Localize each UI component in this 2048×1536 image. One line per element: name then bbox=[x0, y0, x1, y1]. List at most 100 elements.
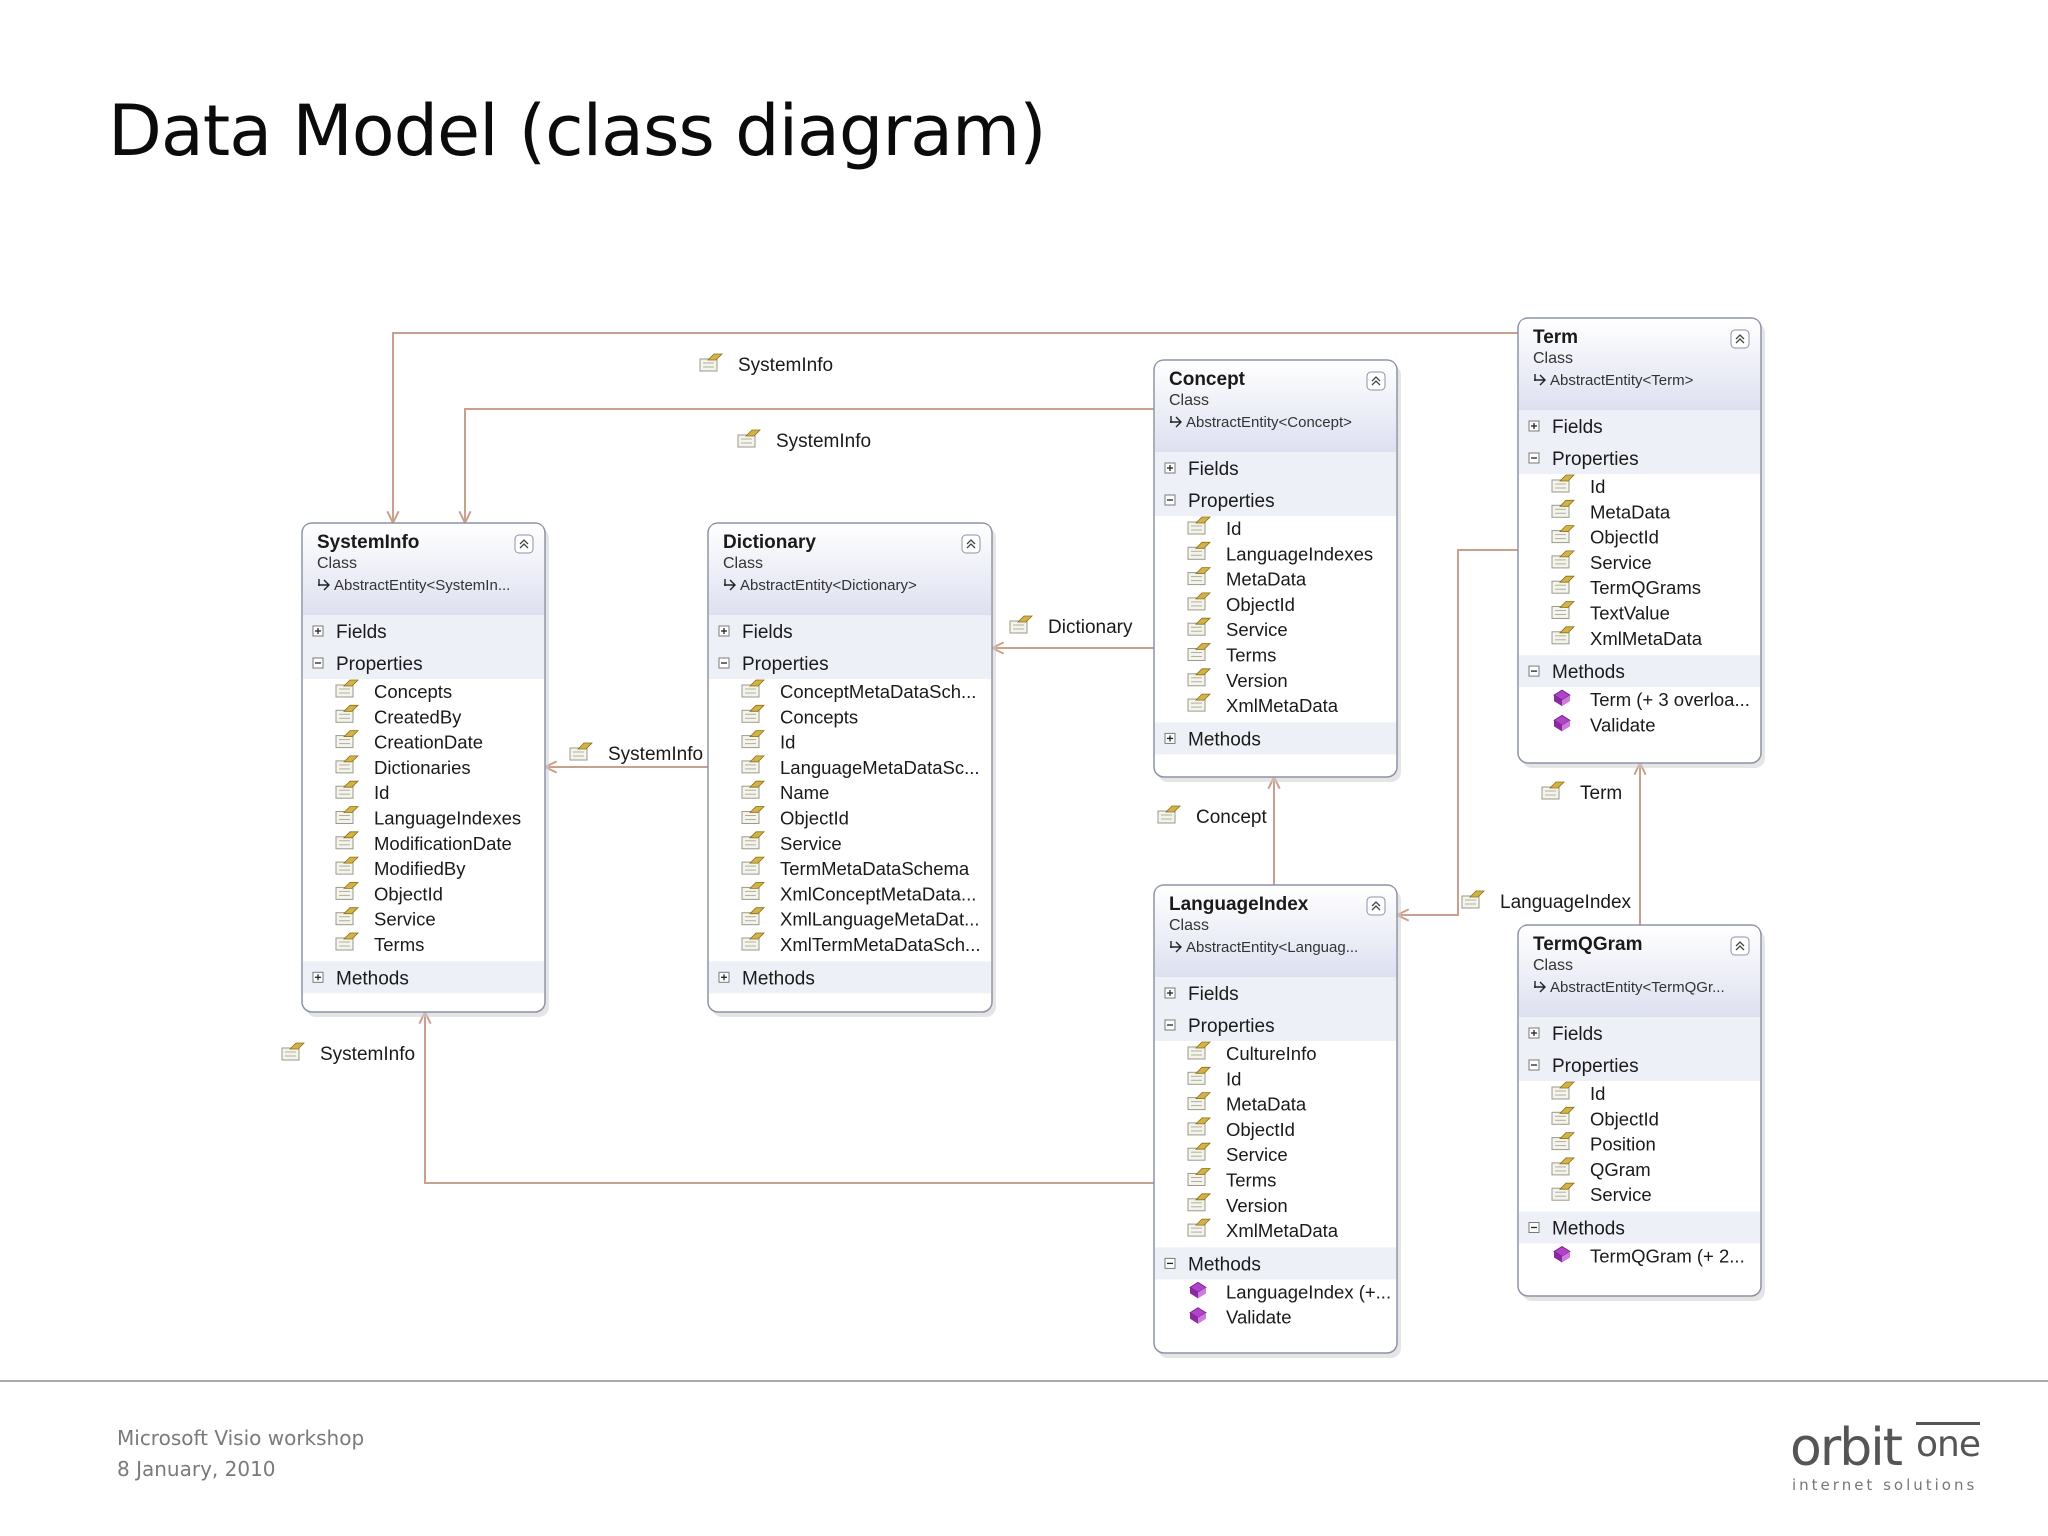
methods-toggle-icon[interactable] bbox=[718, 971, 730, 983]
class-box-termqgram[interactable]: TermQGramClassAbstractEntity<TermQGr...F… bbox=[1517, 924, 1765, 1301]
collapse-chevron-icon[interactable] bbox=[514, 534, 534, 554]
properties-toggle-icon[interactable] bbox=[312, 657, 324, 669]
section-properties: Properties bbox=[1188, 1016, 1275, 1037]
inheritance-arrow-icon bbox=[1534, 374, 1546, 386]
property-icon bbox=[1551, 474, 1575, 493]
property-item: Version bbox=[1226, 670, 1288, 691]
association-property-icon bbox=[569, 742, 593, 761]
class-box-languageindex[interactable]: LanguageIndexClassAbstractEntity<Languag… bbox=[1153, 884, 1401, 1358]
property-item: XmlMetaData bbox=[1590, 628, 1703, 649]
fields-toggle-icon[interactable] bbox=[312, 625, 324, 637]
class-name: Dictionary bbox=[723, 532, 816, 553]
methods-toggle-icon[interactable] bbox=[1528, 665, 1540, 677]
section-properties: Properties bbox=[1552, 1056, 1639, 1077]
property-item: Service bbox=[374, 909, 436, 930]
property-icon bbox=[1187, 1117, 1211, 1136]
property-item: XmlMetaData bbox=[1226, 1220, 1339, 1241]
collapse-chevron-icon[interactable] bbox=[1730, 329, 1750, 349]
fields-toggle-icon[interactable] bbox=[1164, 462, 1176, 474]
property-icon bbox=[335, 907, 359, 926]
method-icon bbox=[1553, 714, 1571, 732]
property-item: LanguageIndexes bbox=[374, 808, 521, 829]
methods-toggle-icon[interactable] bbox=[1164, 1257, 1176, 1269]
properties-toggle-icon[interactable] bbox=[1164, 1019, 1176, 1031]
property-icon bbox=[335, 932, 359, 951]
association-property-icon bbox=[1157, 805, 1181, 824]
slide-title: Data Model (class diagram) bbox=[108, 90, 1047, 172]
property-icon bbox=[1551, 525, 1575, 544]
inheritance-arrow-icon bbox=[1170, 941, 1182, 953]
section-properties: Properties bbox=[1188, 491, 1275, 512]
association-property-icon bbox=[699, 353, 723, 372]
property-item: ObjectId bbox=[1226, 1119, 1295, 1140]
inheritance-arrow-icon bbox=[724, 579, 736, 591]
association-dictionary-to-systeminfo: SystemInfo bbox=[542, 742, 708, 774]
class-stereotype: Class bbox=[1533, 957, 1573, 974]
property-icon bbox=[1187, 1168, 1211, 1186]
class-stereotype: Class bbox=[1169, 392, 1209, 409]
properties-toggle-icon[interactable] bbox=[718, 657, 730, 669]
property-item: MetaData bbox=[1590, 501, 1671, 522]
association-property-icon bbox=[1009, 615, 1033, 634]
methods-toggle-icon[interactable] bbox=[1164, 732, 1176, 744]
property-item: Concepts bbox=[780, 706, 858, 727]
property-item: TextValue bbox=[1590, 603, 1670, 624]
base-class: AbstractEntity<Term> bbox=[1550, 372, 1694, 389]
fields-toggle-icon[interactable] bbox=[718, 625, 730, 637]
inheritance-arrow-icon bbox=[318, 579, 330, 591]
property-item: XmlLanguageMetaDat... bbox=[780, 909, 980, 930]
property-item: Position bbox=[1590, 1134, 1656, 1155]
method-icon bbox=[1553, 689, 1571, 707]
section-fields: Fields bbox=[1552, 417, 1603, 438]
association-property-icon bbox=[737, 429, 761, 448]
properties-toggle-icon[interactable] bbox=[1164, 494, 1176, 506]
class-box-dictionary[interactable]: DictionaryClassAbstractEntity<Dictionary… bbox=[707, 522, 996, 1017]
property-item: MetaData bbox=[1226, 1094, 1307, 1115]
property-item: CultureInfo bbox=[1226, 1043, 1317, 1064]
properties-toggle-icon[interactable] bbox=[1528, 452, 1540, 464]
fields-toggle-icon[interactable] bbox=[1528, 1027, 1540, 1039]
method-item: Validate bbox=[1226, 1307, 1291, 1328]
property-icon bbox=[741, 755, 765, 774]
property-icon bbox=[1551, 1157, 1575, 1176]
property-item: CreatedBy bbox=[374, 706, 462, 727]
base-class: AbstractEntity<SystemIn... bbox=[334, 577, 510, 594]
property-item: MetaData bbox=[1226, 569, 1307, 590]
property-item: Terms bbox=[1226, 1170, 1276, 1191]
section-methods: Methods bbox=[742, 968, 815, 989]
association-concept-to-dictionary: Dictionary bbox=[989, 615, 1154, 655]
property-icon bbox=[1187, 617, 1211, 636]
association-label: Term bbox=[1580, 783, 1622, 804]
fields-toggle-icon[interactable] bbox=[1164, 987, 1176, 999]
property-item: ObjectId bbox=[374, 883, 443, 904]
collapse-chevron-icon[interactable] bbox=[1730, 936, 1750, 956]
association-label: Concept bbox=[1196, 807, 1267, 828]
property-item: TermQGrams bbox=[1590, 577, 1701, 598]
methods-toggle-icon[interactable] bbox=[1528, 1222, 1540, 1233]
property-icon bbox=[335, 831, 359, 850]
property-item: XmlMetaData bbox=[1226, 695, 1339, 716]
base-class: AbstractEntity<Dictionary> bbox=[740, 577, 917, 594]
property-icon bbox=[1187, 1218, 1211, 1237]
methods-toggle-icon[interactable] bbox=[312, 971, 324, 983]
class-box-term[interactable]: TermClassAbstractEntity<Term>FieldsPrope… bbox=[1517, 317, 1765, 768]
section-fields: Fields bbox=[336, 622, 387, 643]
fields-toggle-icon[interactable] bbox=[1528, 420, 1540, 432]
class-box-concept[interactable]: ConceptClassAbstractEntity<Concept>Field… bbox=[1153, 359, 1401, 782]
property-icon bbox=[741, 932, 765, 951]
collapse-chevron-icon[interactable] bbox=[1366, 896, 1386, 916]
property-icon bbox=[741, 679, 765, 698]
property-item: ModificationDate bbox=[374, 833, 512, 854]
class-name: LanguageIndex bbox=[1169, 894, 1309, 915]
property-icon bbox=[741, 907, 765, 926]
base-class: AbstractEntity<Concept> bbox=[1186, 414, 1352, 431]
property-item: Service bbox=[1226, 619, 1288, 640]
collapse-chevron-icon[interactable] bbox=[961, 534, 981, 554]
method-item: LanguageIndex (+... bbox=[1226, 1281, 1391, 1302]
collapse-chevron-icon[interactable] bbox=[1366, 371, 1386, 391]
property-item: XmlTermMetaDataSch... bbox=[780, 934, 980, 955]
property-item: LanguageMetaDataSc... bbox=[780, 757, 980, 778]
section-methods: Methods bbox=[1188, 729, 1261, 750]
class-box-systeminfo[interactable]: SystemInfoClassAbstractEntity<SystemIn..… bbox=[301, 522, 549, 1017]
properties-toggle-icon[interactable] bbox=[1528, 1059, 1540, 1071]
